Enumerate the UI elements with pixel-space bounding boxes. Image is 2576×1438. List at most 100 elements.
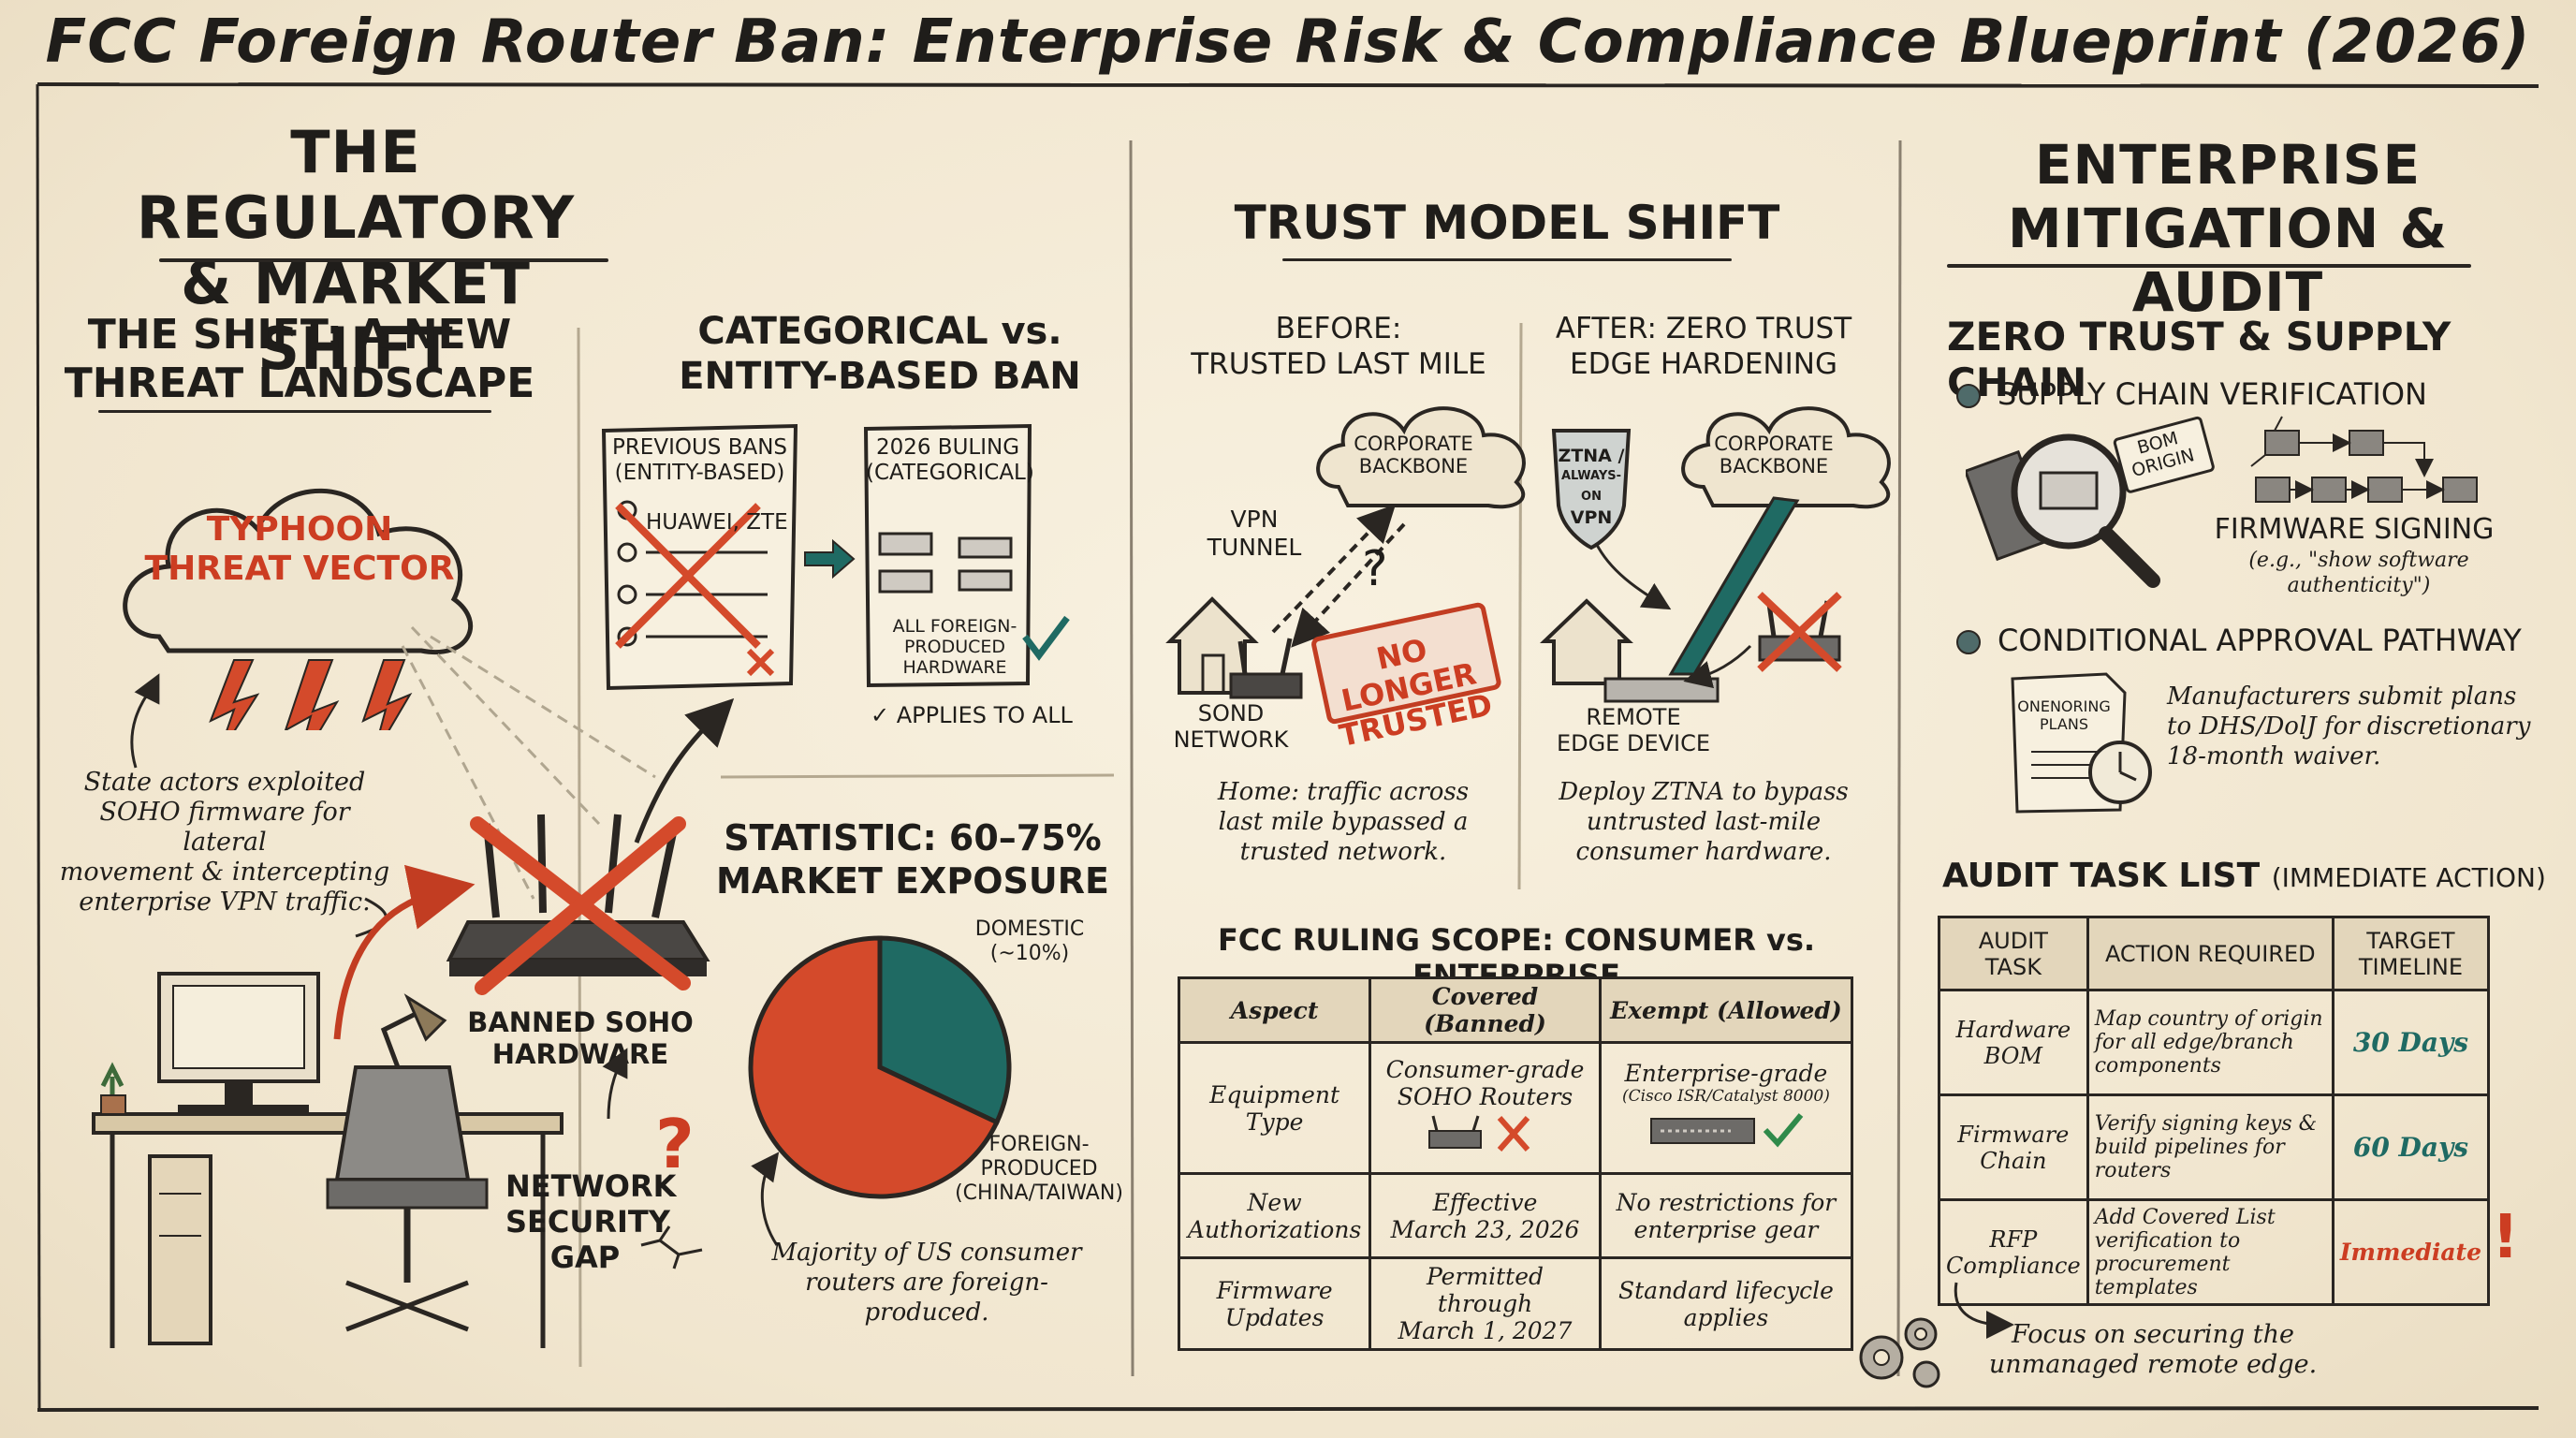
- after-backbone-line2: BACKBONE: [1719, 455, 1829, 477]
- plans-doc-line1: ONENORING: [2017, 697, 2111, 715]
- after-heading-line2: EDGE HARDENING: [1570, 347, 1837, 381]
- scope-text: No restrictions for: [1616, 1188, 1837, 1216]
- scope-text: March 23, 2026: [1390, 1215, 1580, 1243]
- scope-text: SOHO Routers: [1397, 1082, 1573, 1110]
- scope-text: Equipment: [1209, 1080, 1340, 1108]
- before-heading-line1: BEFORE:: [1275, 312, 1402, 345]
- shift-heading-line1: THE SHIFT: A NEW: [87, 311, 512, 359]
- pie-caption-line1: Majority of US consumer: [771, 1239, 1082, 1267]
- audit-heading-text: AUDIT TASK LIST: [1942, 857, 2261, 895]
- pie-label-foreign: FOREIGN- PRODUCED (CHINA/TAIWAN): [955, 1133, 1123, 1206]
- gap-label-line1: NETWORK: [505, 1168, 677, 1204]
- audit-text: Chain: [1980, 1147, 2047, 1174]
- vpn-tunnel-line1: VPN: [1230, 506, 1279, 533]
- shift-heading-line2: THREAT LANDSCAPE: [64, 360, 535, 407]
- scope-header-covered: Covered (Banned): [1368, 976, 1602, 1044]
- firmware-signing-label: FIRMWARE SIGNING: [2214, 513, 2495, 546]
- state-actors-line1: State actors exploited: [83, 768, 366, 797]
- plans-document-label: ONENORING PLANS: [2012, 697, 2115, 733]
- audit-th-text: TIMELINE: [2358, 953, 2464, 980]
- audit-text: components: [2094, 1054, 2221, 1078]
- after-note-line1: Deploy ZTNA to bypass: [1559, 778, 1849, 806]
- scope-text: New: [1247, 1188, 1302, 1216]
- pie-caption-line2: routers are foreign-produced.: [805, 1269, 1048, 1327]
- vpn-tunnel-line2: TUNNEL: [1207, 534, 1302, 561]
- left-arrows: [130, 673, 780, 1246]
- applies-to-all-label: ✓ APPLIES TO ALL: [871, 702, 1073, 728]
- previous-bans-line1: PREVIOUS BANS: [611, 435, 788, 460]
- left-heading-underline: [159, 258, 608, 262]
- shift-heading: THE SHIFT: A NEW THREAT LANDSCAPE: [56, 311, 543, 408]
- audit-th-text: AUDIT: [1978, 927, 2048, 954]
- after-heading: AFTER: ZERO TRUST EDGE HARDENING: [1535, 311, 1872, 382]
- left-heading: THE REGULATORY & MARKET SHIFT: [84, 120, 627, 382]
- before-note-line1: Home: traffic across: [1217, 778, 1470, 806]
- remote-edge-line2: EDGE DEVICE: [1556, 730, 1711, 756]
- scope-cell: Enterprise-grade(Cisco ISR/Catalyst 8000…: [1598, 1041, 1854, 1175]
- ztna-line1: ZTNA /: [1558, 446, 1625, 466]
- conditional-text: CONDITIONAL APPROVAL PATHWAY: [1998, 623, 2522, 658]
- pie-label-domestic-line2: (~10%): [989, 942, 1070, 965]
- enterprise-gear-check-icon: [1649, 1113, 1804, 1148]
- desk-workstation-icon: [92, 972, 564, 1348]
- scope-table: Aspect Covered (Banned) Exempt (Allowed)…: [1177, 976, 1854, 1351]
- conditional-note: Manufacturers submit plans to DHS/DolJ f…: [2167, 682, 2560, 771]
- audit-th-text: ACTION REQUIRED: [2104, 940, 2316, 967]
- remote-edge-label: REMOTE EDGE DEVICE: [1535, 704, 1732, 756]
- bullet-icon: [1956, 630, 1981, 654]
- right-heading-line2: MITIGATION & AUDIT: [2007, 197, 2449, 324]
- bullet-icon: [1956, 384, 1981, 408]
- scope-text: Type: [1245, 1108, 1304, 1136]
- scope-header-exempt: Exempt (Allowed): [1598, 976, 1854, 1044]
- conditional-note-line1: Manufacturers submit plans: [2167, 682, 2517, 711]
- ruling-note-line2: PRODUCED: [903, 637, 1006, 657]
- focus-note-line2: unmanaged remote edge.: [1988, 1350, 2318, 1379]
- after-note-line2: untrusted last-mile: [1586, 808, 1822, 836]
- after-backbone-label: CORPORATE BACKBONE: [1704, 433, 1844, 477]
- audit-text: verification to: [2094, 1228, 2241, 1253]
- scope-text: applies: [1683, 1303, 1769, 1331]
- statistic-heading: STATISTIC: 60–75% MARKET EXPOSURE: [711, 816, 1114, 902]
- scope-text: Permitted through: [1426, 1263, 1544, 1317]
- pie-label-domestic: DOMESTIC (~10%): [969, 917, 1090, 966]
- sond-network-line1: SOND: [1197, 700, 1265, 726]
- before-backbone-label: CORPORATE BACKBONE: [1343, 433, 1484, 477]
- previous-bans-line2: (ENTITY-BASED): [614, 461, 785, 485]
- sond-network-label: SOND NETWORK: [1161, 700, 1301, 753]
- plans-document-icon: [2011, 672, 2152, 814]
- audit-timeline-60: 60 Days: [2331, 1093, 2491, 1201]
- audit-text: Firmware: [1957, 1121, 2070, 1148]
- ruling-2026-title: 2026 BULING (CATEGORICAL): [866, 435, 1034, 486]
- left-heading-line1: THE REGULATORY: [136, 118, 576, 252]
- after-note-line3: consumer hardware.: [1575, 838, 1832, 866]
- sond-network-line2: NETWORK: [1173, 726, 1289, 753]
- ruling-2026-line1: 2026 BULING: [875, 435, 1020, 460]
- before-backbone-line2: BACKBONE: [1358, 455, 1469, 477]
- before-note: Home: traffic across last mile bypassed …: [1189, 777, 1498, 867]
- categorical-heading-line1: CATEGORICAL vs.: [697, 310, 1062, 353]
- ztna-line3: VPN: [1570, 507, 1613, 528]
- banned-label-line2: HARDWARE: [491, 1038, 669, 1070]
- market-pie-chart: [748, 935, 1012, 1199]
- ztna-line2: ALWAYS-ON: [1560, 469, 1622, 504]
- scope-text: Enterprise-grade: [1624, 1060, 1828, 1087]
- gap-label-line3: GAP: [549, 1240, 621, 1275]
- scope-header-aspect: Aspect: [1177, 976, 1372, 1044]
- focus-note-line1: Focus on securing the: [2011, 1320, 2295, 1349]
- pie-label-domestic-line1: DOMESTIC: [974, 917, 1085, 941]
- banned-label-line1: BANNED SOHO: [467, 1006, 694, 1038]
- zero-trust-heading: ZERO TRUST & SUPPLY CHAIN: [1947, 314, 2452, 405]
- trust-model-heading: TRUST MODEL SHIFT: [1234, 196, 1780, 250]
